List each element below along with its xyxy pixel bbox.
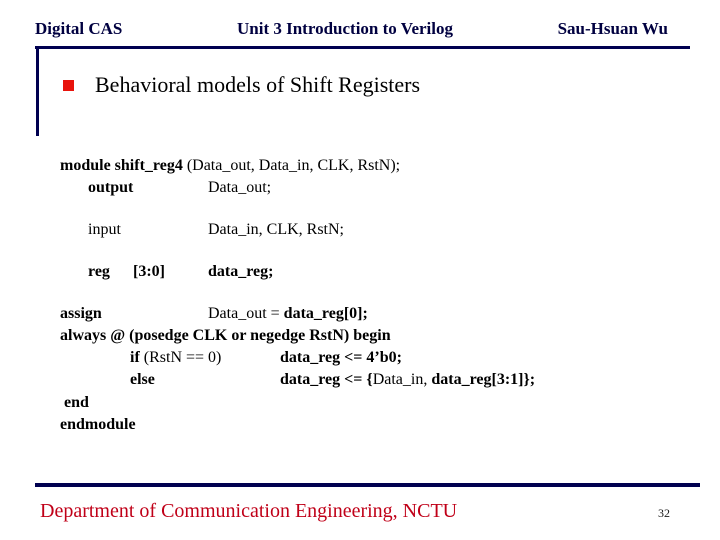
left-accent-rule <box>36 46 39 136</box>
code-text: output <box>88 179 134 196</box>
code-line: input Data_in, CLK, RstN; <box>0 219 720 241</box>
code-text: module shift_reg4 <box>60 157 183 174</box>
code-text: data_reg <= { <box>280 371 373 388</box>
code-text: Data_in, CLK, RstN; <box>208 221 344 238</box>
header-course: Digital CAS <box>35 19 123 38</box>
code-run: end <box>64 392 89 414</box>
code-text: always @ (posedge CLK or negedge RstN) b… <box>60 327 391 344</box>
code-text: (RstN == 0) <box>143 349 222 366</box>
code-run: data_reg <= 4’b0; <box>280 347 402 369</box>
code-text: assign <box>60 305 102 322</box>
code-text: Data_out = <box>208 305 284 322</box>
header-rule <box>35 46 690 49</box>
code-line: endmodule <box>0 414 720 436</box>
code-line: output Data_out; <box>0 177 720 199</box>
code-text: [3:0] <box>133 263 165 280</box>
code-run: always @ (posedge CLK or negedge RstN) b… <box>60 325 391 347</box>
code-text: end <box>64 394 89 411</box>
code-text: reg <box>88 263 110 280</box>
code-run: assign <box>60 303 102 325</box>
header-author: Sau-Hsuan Wu <box>557 19 668 38</box>
code-line: end <box>0 392 720 414</box>
code-run: else <box>130 369 155 391</box>
code-run: Data_out = data_reg[0]; <box>208 303 368 325</box>
code-text: endmodule <box>60 416 136 433</box>
code-run: output <box>88 177 133 199</box>
code-text: Data_in, <box>372 371 432 388</box>
code-text: data_reg[3:1]}; <box>431 371 536 388</box>
code-run: module shift_reg4 (Data_out, Data_in, CL… <box>60 155 400 177</box>
code-run: if (RstN == 0) <box>130 347 221 369</box>
code-line: assign Data_out = data_reg[0]; <box>0 303 720 325</box>
code-text: (Data_out, Data_in, CLK, RstN); <box>182 157 401 174</box>
code-run: input <box>88 219 121 241</box>
code-line: reg [3:0] data_reg; <box>0 261 720 283</box>
code-line: module shift_reg4 (Data_out, Data_in, CL… <box>0 155 720 177</box>
red-square-bullet-icon <box>63 80 74 91</box>
code-line: if (RstN == 0) data_reg <= 4’b0; <box>0 347 720 369</box>
code-run: data_reg <= {Data_in, data_reg[3:1]}; <box>280 369 535 391</box>
code-line: else data_reg <= {Data_in, data_reg[3:1]}… <box>0 369 720 391</box>
code-run: [3:0] <box>133 261 165 283</box>
code-text: data_reg; <box>208 263 274 280</box>
footer-department: Department of Communication Engineering,… <box>40 500 458 522</box>
code-run: data_reg; <box>208 261 273 283</box>
code-line: always @ (posedge CLK or negedge RstN) b… <box>0 325 720 347</box>
code-run: Data_in, CLK, RstN; <box>208 219 344 241</box>
code-text: if <box>130 349 144 366</box>
code-run: endmodule <box>60 414 136 436</box>
footer-rule <box>35 483 700 487</box>
page-number: 32 <box>658 506 670 520</box>
code-text: input <box>88 221 121 238</box>
header-unit-title: Unit 3 Introduction to Verilog <box>237 19 453 38</box>
code-run: Data_out; <box>208 177 271 199</box>
slide-title: Behavioral models of Shift Registers <box>95 72 421 97</box>
code-run: reg <box>88 261 110 283</box>
code-text: else <box>130 371 155 388</box>
code-text: data_reg <= 4’b0; <box>280 349 402 366</box>
code-text: Data_out; <box>208 179 272 196</box>
code-text: data_reg[0]; <box>283 305 368 322</box>
